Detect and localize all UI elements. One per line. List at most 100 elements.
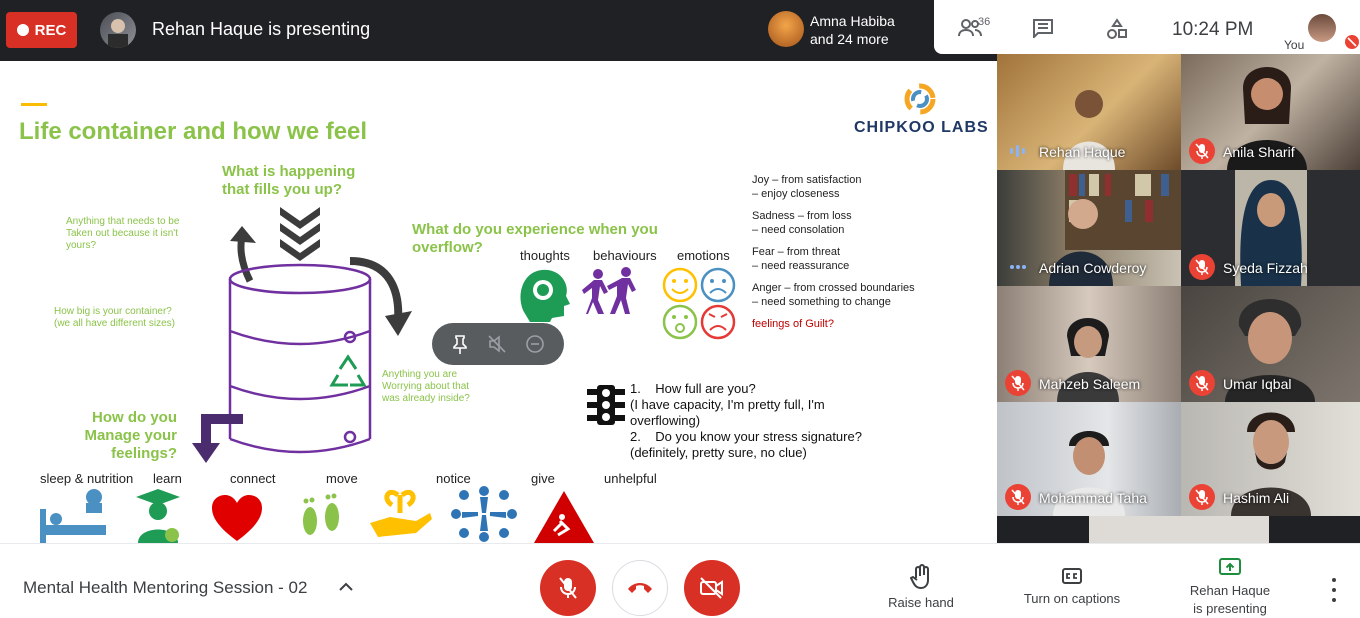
guilt-note: feelings of Guilt?	[752, 318, 834, 330]
more-options-button[interactable]	[1326, 578, 1342, 602]
clock: 10:24 PM	[1172, 19, 1254, 40]
chat-icon	[1033, 19, 1053, 40]
participant-name: Adrian Cowderoy	[1039, 260, 1147, 276]
kebab-dot	[1332, 588, 1336, 592]
dots-icon	[1010, 265, 1026, 269]
footprints-icon	[303, 493, 339, 535]
muted-indicator	[1189, 370, 1215, 396]
recording-label: REC	[34, 21, 67, 39]
captions-icon	[1062, 568, 1082, 584]
muted-indicator	[1005, 370, 1031, 396]
presenting-button[interactable]: Rehan Haque is presenting	[1182, 556, 1278, 618]
mic-toggle-button[interactable]	[540, 560, 596, 616]
coping-label-move: move	[326, 471, 358, 486]
participant-silhouette	[1235, 170, 1307, 286]
presenter-label: Rehan Haque is presenting	[152, 19, 371, 39]
camera-toggle-button[interactable]	[684, 560, 740, 616]
down-left-arrow-icon	[192, 414, 243, 463]
participant-tile[interactable]: Adrian Cowderoy	[997, 170, 1181, 286]
container-drawing	[228, 207, 412, 454]
fills-question: What is happening that fills you up?	[222, 163, 356, 198]
heart-icon	[212, 495, 262, 541]
overflow-question: What do you experience when you overflow…	[412, 221, 658, 256]
remove-icon[interactable]	[525, 334, 545, 354]
meeting-title[interactable]: Mental Health Mentoring Session - 02	[23, 578, 308, 597]
emotions-label: emotions	[677, 248, 730, 263]
partial-participant-video[interactable]	[1089, 516, 1269, 543]
traffic-light-icon	[587, 385, 625, 425]
presenter-avatar	[100, 12, 136, 48]
participant-tile[interactable]: Hashim Ali	[1181, 402, 1360, 516]
others-first-name: Amna Habiba	[810, 13, 895, 29]
mic-off-icon	[1011, 375, 1025, 391]
participant-name: Anila Sharif	[1223, 144, 1295, 160]
others-label[interactable]: Amna Habiba and 24 more	[810, 12, 895, 48]
mic-off-icon	[1011, 489, 1025, 505]
participant-tile[interactable]: Umar Iqbal	[1181, 286, 1360, 402]
top-bar: REC Rehan Haque is presenting Amna Habib…	[0, 0, 1360, 61]
pin-icon[interactable]	[451, 334, 469, 354]
coping-label-learn: learn	[153, 471, 182, 486]
self-label: You	[1284, 38, 1305, 52]
mic-off-icon	[1345, 35, 1359, 49]
title-accent-bar	[21, 103, 47, 106]
head-brain-icon	[520, 269, 570, 322]
others-avatar[interactable]	[768, 11, 804, 47]
camera-off-icon	[700, 577, 723, 599]
chevron-up-icon[interactable]	[338, 580, 354, 592]
people-button[interactable]	[958, 18, 982, 43]
self-avatar[interactable]	[1308, 14, 1336, 42]
coping-label-give: give	[531, 471, 555, 486]
activities-button[interactable]	[1106, 18, 1128, 45]
captions-label: Turn on captions	[1023, 591, 1121, 606]
participant-tile[interactable]: Anila Sharif	[1181, 54, 1360, 170]
presentation-slide: Life container and how we feel CHIPKOO L…	[0, 61, 997, 543]
mic-off-icon	[1195, 143, 1209, 159]
participant-name: Rehan Haque	[1039, 144, 1126, 160]
recording-badge: REC	[6, 12, 77, 48]
recycle-icon	[329, 354, 367, 387]
raise-hand-button[interactable]: Raise hand	[880, 564, 962, 612]
slide-title: Life container and how we feel	[19, 118, 368, 145]
hand-plant-icon	[370, 489, 432, 537]
presenter-video-controls	[432, 323, 564, 365]
behaviours-label: behaviours	[593, 248, 657, 263]
present-screen-icon	[1219, 558, 1241, 575]
reflection-questions: 1. How full are you? (I have capacity, I…	[630, 381, 862, 460]
mic-off-icon	[559, 577, 577, 599]
captions-button[interactable]: Turn on captions	[1014, 566, 1130, 608]
more-options-indicator[interactable]	[1005, 254, 1031, 280]
participant-name: Mahzeb Saleem	[1039, 376, 1141, 392]
container-size-note: How big is your container? (we all have …	[54, 306, 175, 329]
people-count: 36	[978, 16, 991, 28]
volume-off-icon[interactable]	[487, 334, 507, 354]
participant-name: Syeda Fizzah	[1223, 260, 1308, 276]
presenting-label-line2: is presenting	[1193, 601, 1267, 616]
people-icon	[958, 19, 982, 37]
mic-off-icon	[1195, 375, 1209, 391]
others-count-label: and 24 more	[810, 31, 889, 47]
slide-logo: CHIPKOO LABS	[854, 119, 989, 136]
kebab-dot	[1332, 598, 1336, 602]
mic-off-icon	[1195, 489, 1209, 505]
down-chevrons-icon	[280, 207, 320, 261]
coping-label-sleep: sleep & nutrition	[40, 471, 134, 486]
participant-silhouette	[1063, 90, 1115, 170]
hang-up-icon	[628, 583, 652, 593]
emotion-faces-icon	[662, 267, 736, 340]
audio-level-icon	[1010, 145, 1025, 157]
participant-tile[interactable]: Mahzeb Saleem	[997, 286, 1181, 402]
leave-call-button[interactable]	[612, 560, 668, 616]
self-muted-indicator	[1344, 34, 1360, 50]
presenting-label-line1: Rehan Haque	[1189, 583, 1271, 598]
participant-silhouette	[1049, 199, 1113, 286]
participant-tile[interactable]: Syeda Fizzah	[1181, 170, 1360, 286]
kebab-dot	[1332, 578, 1336, 582]
logo-icon	[904, 83, 936, 115]
thoughts-label: thoughts	[520, 248, 570, 263]
participant-tile[interactable]: Mohammad Taha	[997, 402, 1181, 516]
emotion-definitions: Joy – from satisfaction– enjoy closeness…	[752, 174, 915, 330]
chat-button[interactable]	[1032, 18, 1054, 43]
participant-tile[interactable]: Rehan Haque	[997, 54, 1181, 170]
